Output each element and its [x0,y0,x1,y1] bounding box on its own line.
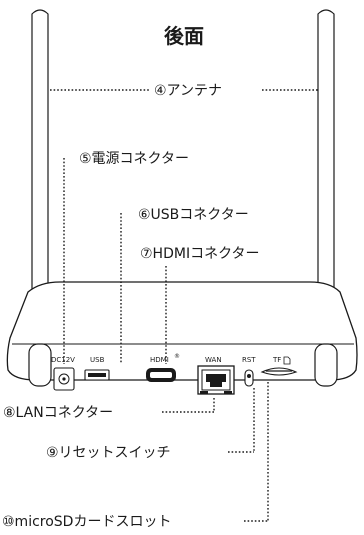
sd-card-icon [283,356,291,365]
hdmi-port [146,368,176,382]
wan-lan-port [197,365,235,395]
router-body [6,281,358,381]
callout-reset: ⑨リセットスイッチ [46,445,171,461]
right-antenna-base [314,343,338,387]
usb-port [84,369,110,381]
hdmi-registered-mark: ® [174,353,180,360]
title: 後面 [164,24,204,48]
callout-lan: ⑧LANコネクター [3,405,114,421]
port-label-dc: DC12V [51,356,75,364]
callout-hdmi: ⑦HDMIコネクター [140,246,260,262]
port-label-rst: RST [242,356,256,364]
port-label-wan: WAN [205,356,222,364]
callout-power: ⑤電源コネクター [79,151,189,167]
leader-lines [50,89,318,522]
port-label-tf: TF [273,356,282,364]
port-label-usb: USB [90,356,105,364]
callout-usb: ⑥USBコネクター [138,207,249,223]
left-antenna-base [28,343,52,387]
callout-antenna: ④アンテナ [154,83,222,99]
reset-pinhole [244,369,254,387]
tf-card-slot [260,367,298,376]
callout-microsd: ⑩microSDカードスロット [2,514,172,530]
dc-power-jack [53,367,75,391]
port-label-hdmi: HDMI [150,356,169,364]
